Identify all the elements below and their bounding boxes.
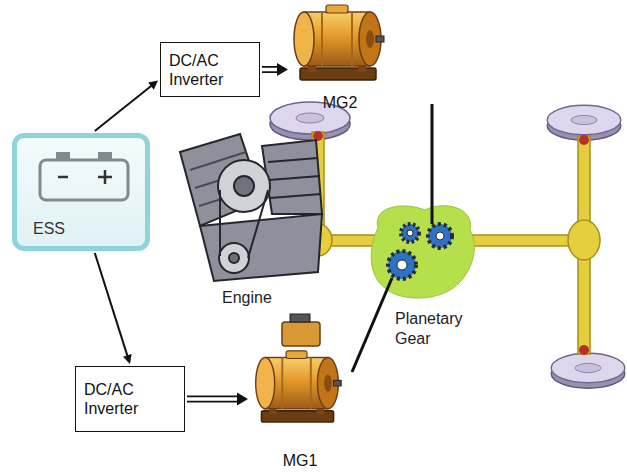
node-text: MG1 — [283, 451, 318, 470]
node-text: ESS — [33, 219, 131, 238]
engine-label: Engine — [222, 288, 292, 308]
power-connector — [187, 392, 248, 405]
power-connector — [95, 253, 132, 364]
power-connector — [95, 81, 158, 132]
inverter-box: DC/AC Inverter — [160, 42, 260, 97]
inverter-box: DC/AC Inverter — [75, 366, 185, 432]
energy-storage-box: ESS — [12, 133, 150, 251]
motor-generator: MG2 — [290, 0, 390, 112]
node-text: DC/AC Inverter — [84, 380, 176, 418]
node-text: DC/AC Inverter — [169, 51, 251, 89]
power-connector — [262, 63, 288, 76]
gear-label: Planetary Gear — [395, 309, 477, 349]
node-text: MG2 — [323, 93, 358, 112]
motor-generator: MG1 — [250, 342, 350, 470]
